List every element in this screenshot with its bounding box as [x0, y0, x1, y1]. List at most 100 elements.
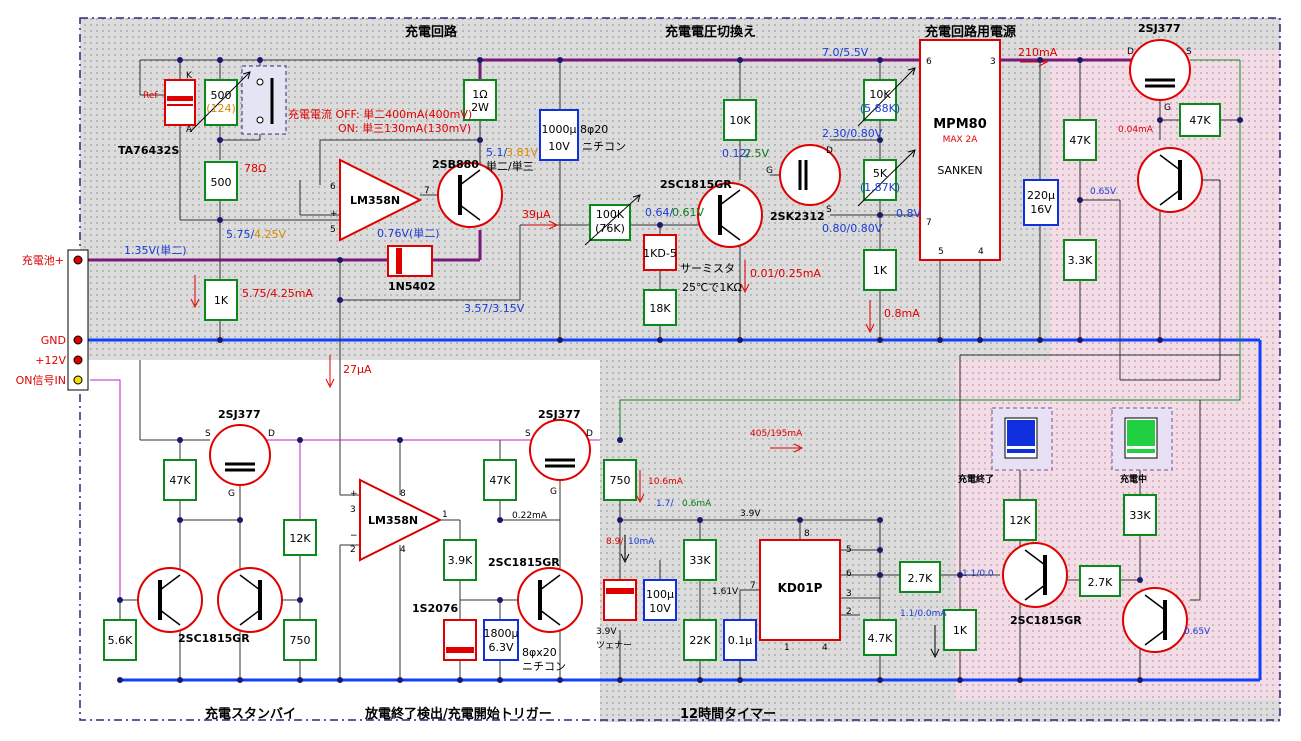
- black-arrows: [620, 535, 940, 659]
- annot-v012: 0.12/: [722, 147, 750, 160]
- label-r47k-right: 47K: [1189, 114, 1211, 127]
- board-outline: [79, 17, 1281, 721]
- label-r10k-top: 10K: [869, 88, 891, 101]
- pin-d3: D: [268, 429, 275, 439]
- pin-6: 6: [330, 182, 336, 192]
- pin-k3: 3: [846, 589, 852, 599]
- label-mpm80-rating: MAX 2A: [943, 135, 979, 145]
- annot-i575: 5.75/4.25mA: [242, 287, 313, 300]
- pin-5b: 5: [330, 225, 336, 235]
- label-2sb880: 2SB880: [432, 158, 479, 171]
- label-r12k-led: 12K: [1009, 514, 1031, 527]
- pin-k8: 8: [804, 529, 810, 539]
- label-r22k: 22K: [689, 634, 711, 647]
- label-r500-top: 500: [211, 89, 232, 102]
- mode-switch: [241, 65, 287, 135]
- opamp-detect: [359, 478, 443, 562]
- annot-v161: 1.61V: [712, 587, 739, 597]
- label-cap1000-b: 10V: [548, 140, 570, 153]
- label-r18k: 18K: [649, 302, 671, 315]
- label-zener-v: 3.9V: [596, 627, 617, 637]
- connector-block: [67, 249, 89, 391]
- annot-i210: 210mA: [1018, 46, 1058, 59]
- thermistor-body: [643, 234, 677, 271]
- label-r27k-a: 2.7K: [908, 572, 933, 585]
- annot-i405: 405/195mA: [750, 429, 803, 439]
- annot-v065-a: 0.65V: [1090, 187, 1117, 197]
- pin-8: 8: [400, 489, 406, 499]
- label-r750-timer: 750: [610, 474, 631, 487]
- label-cap1000-a: 1000μ: [542, 123, 577, 136]
- label-r500-setting: (124): [206, 102, 236, 115]
- label-r47k-standby: 47K: [169, 474, 191, 487]
- fet-2sj377-trigger: [529, 419, 591, 481]
- annot-v51: 5.1/: [486, 146, 507, 159]
- pin-plus: +: [350, 489, 358, 499]
- annot-i39: 39μA: [522, 208, 551, 221]
- pin-s1: S: [826, 205, 832, 215]
- label-zener: ツェナー: [596, 640, 632, 651]
- label-mpm80-maker: SANKEN: [937, 164, 982, 177]
- pin-m4: 4: [978, 247, 984, 257]
- label-lm358-bottom: LM358N: [368, 514, 418, 527]
- label-1s2076: 1S2076: [412, 602, 459, 615]
- transistor-2sb880: [437, 162, 503, 228]
- zener-3v9: [603, 579, 637, 621]
- annot-current-on: ON: 単三130mA(130mV): [338, 121, 471, 135]
- label-r12k-standby: 12K: [289, 532, 311, 545]
- annot-78ohm: 78Ω: [244, 162, 266, 175]
- annot-i11: 1.1/0.0mA: [900, 609, 947, 619]
- pin-m3: 3: [990, 57, 996, 67]
- terminal-12v: [73, 355, 83, 365]
- label-r5k: 5K: [873, 167, 888, 180]
- pin-m7: 7: [926, 218, 932, 228]
- label-led-charging: 充電中: [1120, 473, 1147, 485]
- label-r33k-timer: 33K: [689, 554, 711, 567]
- label-r47k-upper: 47K: [1069, 134, 1091, 147]
- diode-1n5402: [387, 245, 433, 277]
- label-r750-standby: 750: [290, 634, 311, 647]
- pin-k: K: [186, 71, 193, 81]
- pin-g2: G: [1164, 103, 1171, 113]
- annot-i001: 0.01/0.25mA: [750, 267, 821, 280]
- annot-i27: 27μA: [343, 363, 372, 376]
- annot-v17: 1.7/: [656, 499, 674, 509]
- pin-g4: G: [550, 487, 557, 497]
- pin-d1: D: [826, 146, 833, 156]
- annot-v25: 2.5V: [744, 147, 769, 160]
- pin-m5: 5: [938, 247, 944, 257]
- terminal-label-on-signal: ON信号IN: [16, 374, 66, 387]
- terminal-gnd: [73, 335, 83, 345]
- label-r10k-mid: 10K: [729, 114, 751, 127]
- pin-s3: S: [205, 429, 211, 439]
- pin-k4: 4: [822, 643, 828, 653]
- current-arrows: [190, 57, 1049, 504]
- label-2sj377-top: 2SJ377: [1138, 22, 1181, 35]
- pin-a: A: [186, 125, 193, 135]
- pin-7: 7: [424, 186, 430, 196]
- resistors: [103, 79, 1221, 661]
- annot-v70: 7.0/5.5V: [822, 46, 869, 59]
- label-r10k-setting: (5.88K): [860, 102, 900, 115]
- label-mpm80: MPM80: [933, 117, 987, 132]
- terminal-label-gnd: GND: [41, 334, 66, 347]
- pin-k2: 2: [846, 607, 852, 617]
- transistor-2sc1815gr-led: [1002, 542, 1068, 608]
- annot-v381: 3.81V: [506, 146, 538, 159]
- label-2sj377-standby: 2SJ377: [218, 408, 261, 421]
- terminal-label-battery: 充電池+: [22, 253, 64, 267]
- pin-2: 2: [350, 545, 356, 555]
- pin-k6: 6: [846, 569, 852, 579]
- diode-1s2076: [443, 619, 477, 661]
- pin-k1: 1: [784, 643, 790, 653]
- label-cap220-b: 16V: [1030, 203, 1052, 216]
- label-thermistor-desc: サーミスタ: [680, 262, 735, 275]
- transistor-symbols: [158, 78, 1182, 646]
- pin-k7: 7: [750, 581, 756, 591]
- terminal-label-12v: +12V: [35, 354, 66, 367]
- section-title-standby: 充電スタンバイ: [205, 706, 296, 722]
- transistor-2sc1815gr-trigger: [517, 567, 583, 633]
- annot-v230: 2.30/0.80V: [822, 127, 883, 140]
